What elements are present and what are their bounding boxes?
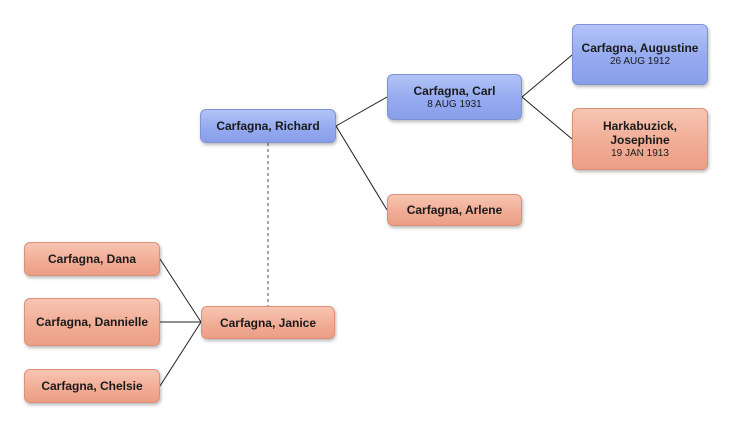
person-date: 8 AUG 1931 xyxy=(427,98,482,110)
person-card-dannielle[interactable]: Carfagna, Dannielle xyxy=(24,298,160,346)
person-name: Carfagna, Augustine xyxy=(581,41,699,55)
person-card-dana[interactable]: Carfagna, Dana xyxy=(24,242,160,276)
person-card-chelsie[interactable]: Carfagna, Chelsie xyxy=(24,369,160,403)
person-name: Harkabuzick, Josephine xyxy=(602,118,678,147)
link-janice-dana xyxy=(159,258,202,323)
person-card-augustine[interactable]: Carfagna, Augustine 26 AUG 1912 xyxy=(572,24,708,85)
person-name: Carfagna, Chelsie xyxy=(41,379,143,393)
person-card-josephine[interactable]: Harkabuzick, Josephine 19 JAN 1913 xyxy=(572,108,708,170)
person-name: Carfagna, Janice xyxy=(219,315,317,330)
person-name: Carfagna, Dannielle xyxy=(35,315,149,329)
link-richard-arlene xyxy=(335,125,388,211)
person-card-arlene[interactable]: Carfagna, Arlene xyxy=(387,194,522,226)
person-card-carl[interactable]: Carfagna, Carl 8 AUG 1931 xyxy=(387,74,522,120)
link-richard-carl xyxy=(335,96,388,127)
person-name: Carfagna, Richard xyxy=(216,119,320,133)
person-card-janice[interactable]: Carfagna, Janice xyxy=(201,306,335,339)
person-date: 19 JAN 1913 xyxy=(611,147,669,159)
link-janice-chelsie xyxy=(159,321,202,387)
person-name: Carfagna, Dana xyxy=(47,252,137,266)
link-carl-augustine xyxy=(521,54,573,98)
link-carl-josephine xyxy=(521,96,573,140)
person-name: Carfagna, Arlene xyxy=(406,203,503,217)
person-date: 26 AUG 1912 xyxy=(609,56,671,67)
person-card-richard[interactable]: Carfagna, Richard xyxy=(200,109,336,143)
person-name: Carfagna, Carl xyxy=(413,83,496,98)
